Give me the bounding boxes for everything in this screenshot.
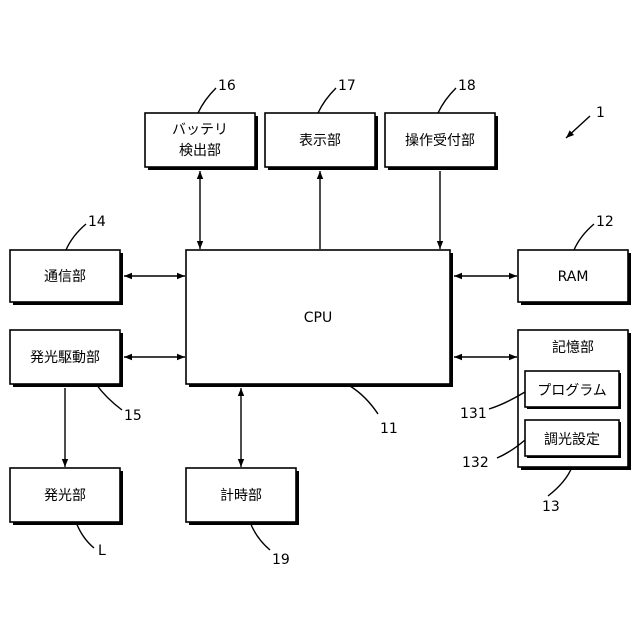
program-ref: 131 <box>460 406 487 422</box>
display-label: 表示部 <box>299 133 341 149</box>
cpu-leader <box>350 386 378 414</box>
communication-leader <box>66 224 86 250</box>
device-ref-arrow <box>566 116 590 138</box>
dimming-setting-ref: 132 <box>462 455 489 471</box>
program-label: プログラム <box>537 383 607 399</box>
storage-ref: 13 <box>542 499 560 515</box>
light-emitter-label: 発光部 <box>44 488 86 504</box>
light-driver-label: 発光駆動部 <box>30 350 100 366</box>
communication-ref: 14 <box>88 214 106 230</box>
display-leader <box>318 88 336 113</box>
timer-leader <box>250 522 270 550</box>
operation-receiver-block: 操作受付部 <box>385 113 498 170</box>
light-driver-leader <box>96 384 122 410</box>
light-emitter-block: 発光部 <box>10 468 123 525</box>
display-ref: 17 <box>338 78 356 94</box>
battery-detector-block: バッテリ 検出部 <box>145 113 258 170</box>
ram-leader <box>574 224 594 250</box>
battery-detector-ref: 16 <box>218 78 236 94</box>
light-driver-block: 発光駆動部 <box>10 330 123 387</box>
operation-receiver-label: 操作受付部 <box>405 133 475 149</box>
light-emitter-leader <box>76 522 94 548</box>
timer-ref: 19 <box>272 552 290 568</box>
battery-detector-label-line1: バッテリ <box>172 122 228 138</box>
battery-detector-label-line2: 検出部 <box>179 143 221 159</box>
ram-ref: 12 <box>596 214 614 230</box>
device-ref: 1 <box>596 105 605 121</box>
timer-label: 計時部 <box>220 488 262 504</box>
light-emitter-ref: L <box>98 543 106 559</box>
dimming-setting-block: 調光設定 <box>525 420 621 458</box>
storage-leader <box>548 467 572 496</box>
light-driver-ref: 15 <box>124 408 142 424</box>
cpu-ref: 11 <box>380 421 398 437</box>
operation-receiver-ref: 18 <box>458 78 476 94</box>
storage-label: 記憶部 <box>552 339 594 356</box>
display-block: 表示部 <box>265 113 378 170</box>
cpu-block: CPU <box>186 250 453 387</box>
cpu-label: CPU <box>304 310 332 326</box>
ram-label: RAM <box>558 269 589 285</box>
dimming-setting-label: 調光設定 <box>544 432 600 448</box>
ram-block: RAM <box>518 250 631 305</box>
timer-block: 計時部 <box>186 468 299 525</box>
battery-detector-leader <box>198 88 216 113</box>
program-block: プログラム <box>525 371 621 409</box>
communication-label: 通信部 <box>44 269 86 285</box>
operation-receiver-leader <box>438 88 456 113</box>
communication-block: 通信部 <box>10 250 123 305</box>
